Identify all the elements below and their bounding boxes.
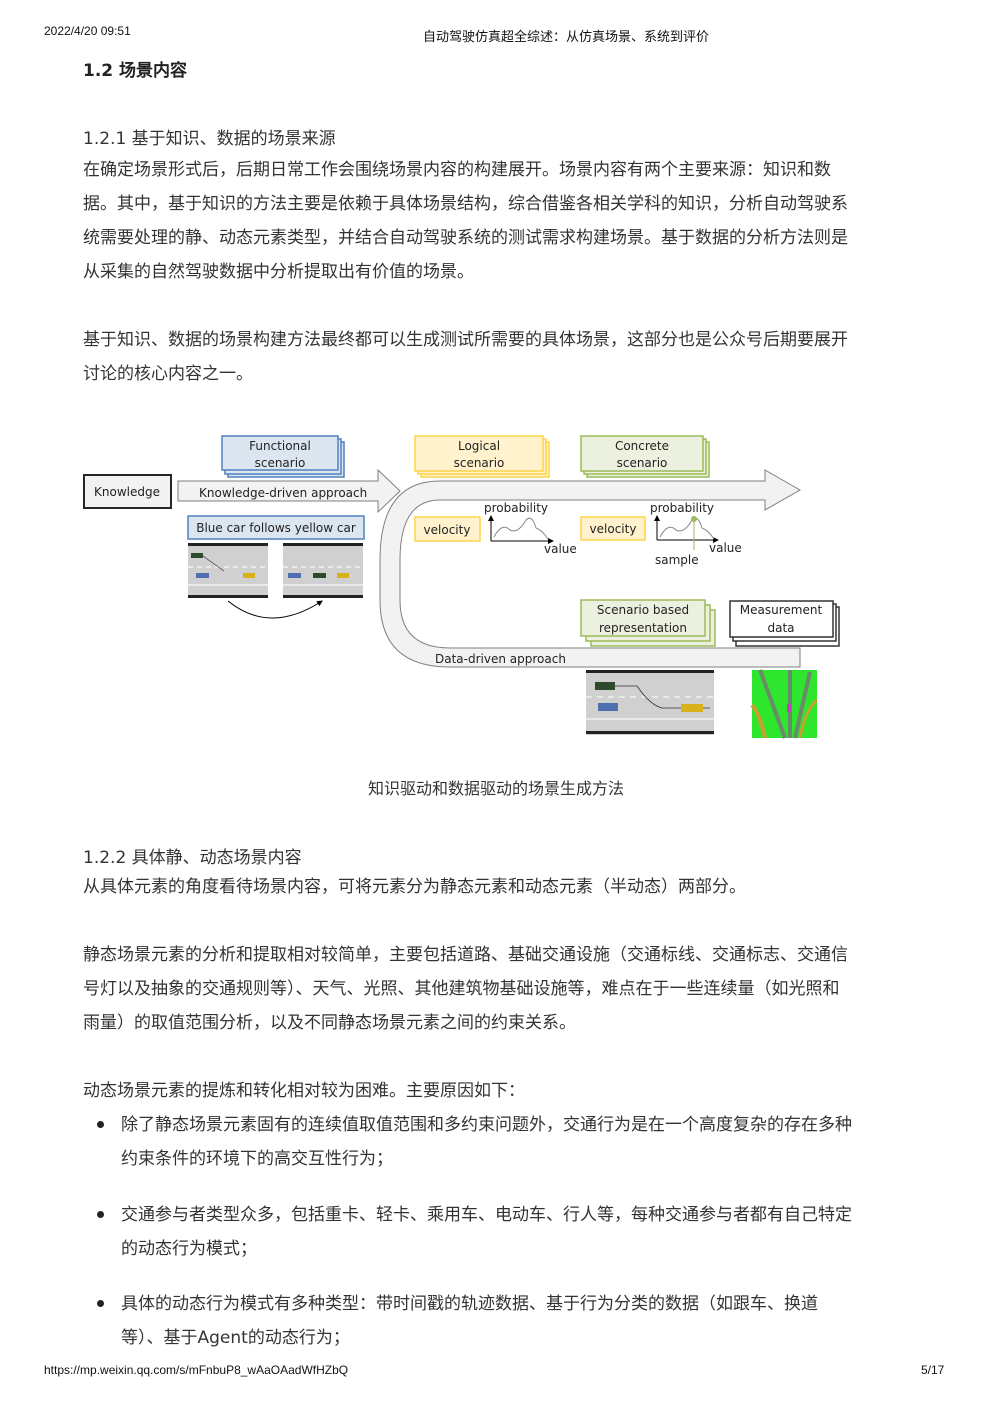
figure-label: scenario bbox=[617, 456, 668, 470]
logical-scenario-stack: Logical scenario bbox=[414, 435, 550, 478]
text-line: 从采集的自然驾驶数据中分析提取出有价值的场景。 bbox=[83, 262, 474, 282]
knowledge-driven-label: Knowledge-driven approach bbox=[199, 486, 367, 500]
text-line: 从具体元素的角度看待场景内容，可将元素分为静态元素和动态元素（半动态）两部分。 bbox=[83, 877, 746, 897]
text-line: 静态场景元素的分析和提取相对较简单，主要包括道路、基础交通设施（交通标线、交通标… bbox=[83, 945, 848, 965]
figure-label: representation bbox=[599, 621, 687, 635]
knowledge-label: Knowledge bbox=[94, 485, 160, 499]
blue-car-follows-label: Blue car follows yellow car bbox=[196, 521, 356, 535]
velocity-box-concrete bbox=[580, 516, 646, 541]
paragraph-elements: 从具体元素的角度看待场景内容，可将元素分为静态元素和动态元素（半动态）两部分。 bbox=[83, 870, 746, 904]
measurement-data-stack: Measurement data bbox=[729, 600, 840, 647]
text-line: 号灯以及抽象的交通规则等）、天气、光照、其他建筑物基础设施等，难点在于一些连续量… bbox=[83, 979, 840, 999]
page-number: 5/17 bbox=[921, 1363, 945, 1377]
paragraph-sources: 在确定场景形式后，后期日常工作会围绕场景内容的构建展开。场景内容有两个主要来源：… bbox=[83, 153, 848, 289]
bullet-icon bbox=[97, 1121, 104, 1128]
text-line: 讨论的核心内容之一。 bbox=[83, 364, 253, 384]
bullet-icon bbox=[97, 1211, 104, 1218]
road-sketch-lane-change bbox=[586, 670, 714, 735]
figure-label: value bbox=[544, 542, 577, 556]
text-line: 交通参与者类型众多，包括重卡、轻卡、乘用车、电动车、行人等，每种交通参与者都有自… bbox=[121, 1205, 852, 1225]
list-item: 交通参与者类型众多，包括重卡、轻卡、乘用车、电动车、行人等，每种交通参与者都有自… bbox=[121, 1198, 852, 1266]
figure-label: Measurement bbox=[740, 603, 823, 617]
scenario-based-representation-stack: Scenario based representation bbox=[580, 599, 716, 647]
text-line: 约束条件的环境下的高交互性行为； bbox=[121, 1149, 393, 1169]
sample-point bbox=[691, 516, 697, 522]
text-line: 除了静态场景元素固有的连续值取值范围和多约束问题外，交通行为是在一个高度复杂的存… bbox=[121, 1115, 852, 1135]
functional-scenario-stack: Functional scenario bbox=[221, 435, 345, 478]
page-url[interactable]: https://mp.weixin.qq.com/s/mFnbuP8_wAaOA… bbox=[44, 1363, 349, 1377]
text-line: 雨量）的取值范围分析，以及不同静态场景元素之间的约束关系。 bbox=[83, 1013, 576, 1033]
text-line: 等）、基于Agent的动态行为； bbox=[121, 1328, 350, 1348]
road-sketch-after bbox=[283, 543, 363, 598]
velocity-box-logical bbox=[414, 516, 481, 542]
list-item: 除了静态场景元素固有的连续值取值范围和多约束问题外，交通行为是在一个高度复杂的存… bbox=[121, 1108, 852, 1176]
data-knowledge-u-arrow bbox=[379, 469, 802, 668]
transition-arrow bbox=[227, 600, 323, 619]
bullet-icon bbox=[97, 1300, 104, 1307]
figure-label: Concrete bbox=[615, 439, 669, 453]
text-line: 的动态行为模式； bbox=[121, 1239, 257, 1259]
figure-label: velocity bbox=[590, 522, 637, 536]
text-line: 在确定场景形式后，后期日常工作会围绕场景内容的构建展开。场景内容有两个主要来源：… bbox=[83, 160, 831, 180]
subsection-title-1-2-2: 1.2.2 具体静、动态场景内容 bbox=[83, 848, 302, 868]
figure-label: sample bbox=[655, 553, 699, 567]
figure-label: scenario bbox=[454, 456, 505, 470]
text-line: 据。其中，基于知识的方法主要是依赖于具体场景结构，综合借鉴各相关学科的知识，分析… bbox=[83, 194, 848, 214]
figure-label: data bbox=[767, 621, 794, 635]
knowledge-box bbox=[83, 474, 172, 509]
figure-caption: 知识驱动和数据驱动的场景生成方法 bbox=[367, 779, 624, 798]
list-item: 具体的动态行为模式有多种类型：带时间戳的轨迹数据、基于行为分类的数据（如跟车、换… bbox=[121, 1287, 818, 1355]
figure-label: probability bbox=[484, 501, 548, 515]
probability-distribution-chart-concrete: probability value sample bbox=[650, 501, 742, 567]
paragraph-methods: 基于知识、数据的场景构建方法最终都可以生成测试所需要的具体场景，这部分也是公众号… bbox=[83, 323, 848, 391]
figure-label: Functional bbox=[249, 439, 311, 453]
data-driven-label: Data-driven approach bbox=[435, 652, 566, 666]
figure-label: probability bbox=[650, 501, 714, 515]
section-title: 1.2 场景内容 bbox=[83, 61, 188, 81]
figure-label: Logical bbox=[458, 439, 500, 453]
knowledge-driven-arrow bbox=[177, 468, 401, 514]
figure-label: velocity bbox=[424, 523, 471, 537]
paragraph-static: 静态场景元素的分析和提取相对较简单，主要包括道路、基础交通设施（交通标线、交通标… bbox=[83, 938, 848, 1040]
print-datetime: 2022/4/20 09:51 bbox=[44, 24, 131, 38]
text-line: 统需要处理的静、动态元素类型，并结合自动驾驶系统的测试需求构建场景。基于数据的分… bbox=[83, 228, 848, 248]
text-line: 基于知识、数据的场景构建方法最终都可以生成测试所需要的具体场景，这部分也是公众号… bbox=[83, 330, 848, 350]
lidar-point-cloud-image bbox=[750, 669, 819, 739]
print-title: 自动驾驶仿真超全综述：从仿真场景、系统到评价 bbox=[423, 29, 710, 44]
subsection-title-1-2-1: 1.2.1 基于知识、数据的场景来源 bbox=[83, 129, 336, 149]
probability-distribution-chart-logical: probability value bbox=[484, 501, 577, 556]
blue-car-follows-box bbox=[187, 515, 365, 540]
paragraph-dynamic: 动态场景元素的提炼和转化相对较为困难。主要原因如下： bbox=[83, 1074, 525, 1108]
road-sketch-before bbox=[188, 543, 268, 598]
figure-label: Scenario based bbox=[597, 603, 689, 617]
text-line: 具体的动态行为模式有多种类型：带时间戳的轨迹数据、基于行为分类的数据（如跟车、换… bbox=[121, 1294, 818, 1314]
figure-label: value bbox=[709, 541, 742, 555]
concrete-scenario-stack: Concrete scenario bbox=[580, 435, 710, 478]
scenario-generation-figure: Knowledge-driven approach Data-driven ap… bbox=[83, 435, 840, 739]
text-line: 动态场景元素的提炼和转化相对较为困难。主要原因如下： bbox=[83, 1081, 525, 1101]
figure-label: scenario bbox=[255, 456, 306, 470]
